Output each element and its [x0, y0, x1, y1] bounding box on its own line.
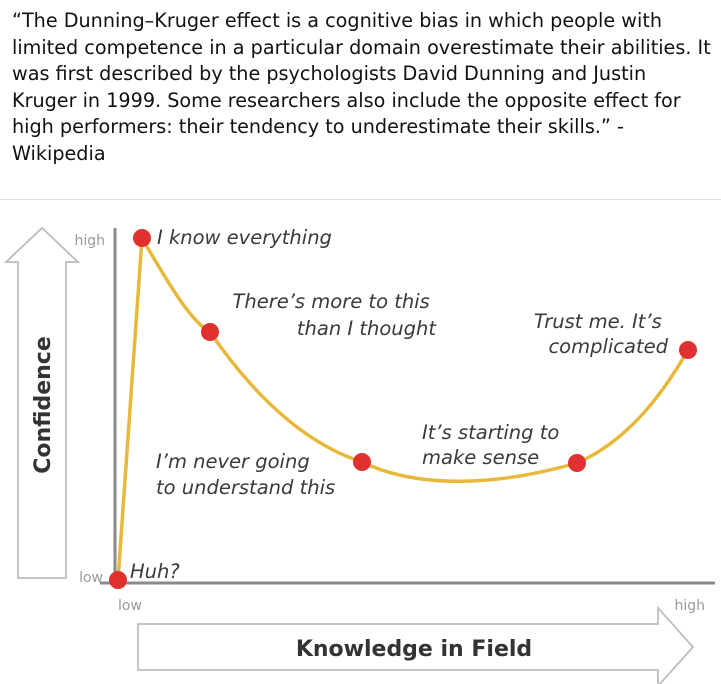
x-axis-high-label: high: [674, 598, 705, 614]
post-header: “The Dunning–Kruger effect is a cognitiv…: [0, 0, 721, 200]
stage-label-more-to-this: There’s more to this than I thought: [232, 290, 437, 340]
stage-point-complicated: [679, 341, 697, 359]
x-axis-title: Knowledge in Field: [296, 637, 532, 662]
x-axis-low-label: low: [118, 598, 142, 614]
y-axis-arrow: [3, 226, 81, 579]
stage-label-huh: Huh?: [130, 560, 180, 583]
stage-label-line: Trust me. It’s: [534, 310, 662, 333]
stage-label-complicated: Trust me. It’s complicated: [534, 310, 669, 358]
stage-point-more-to-this: [201, 323, 219, 341]
stage-label-never-going: I’m never going to understand this: [156, 450, 335, 499]
diagram-svg: Confidence high low low high Knowledge i…: [3, 226, 715, 684]
y-axis-title: Confidence: [31, 336, 56, 474]
y-axis-low-label: low: [79, 570, 103, 586]
stage-label-line: I’m never going: [156, 450, 310, 473]
stage-label-line: complicated: [548, 335, 668, 358]
quote-text: “The Dunning–Kruger effect is a cognitiv…: [12, 9, 711, 165]
x-axis-arrow: [137, 605, 695, 684]
stage-label-line: It’s starting to: [422, 421, 559, 444]
stage-label-know-everything: I know everything: [157, 226, 332, 249]
stage-label-line: to understand this: [156, 476, 335, 499]
stage-point-know-everything: [133, 229, 151, 247]
stage-point-starting-to-make-sense: [568, 454, 586, 472]
dunning-kruger-diagram: Confidence high low low high Knowledge i…: [0, 200, 721, 684]
stage-label-line: There’s more to this: [232, 290, 429, 313]
stage-label-line: Huh?: [130, 560, 180, 583]
y-axis-high-label: high: [74, 233, 105, 249]
stage-point-huh: [109, 571, 127, 589]
stage-label-line: make sense: [422, 446, 539, 469]
stage-point-never-going: [353, 453, 371, 471]
stage-label-line: than I thought: [297, 317, 437, 340]
stage-label-line: I know everything: [157, 226, 332, 249]
divider: [0, 199, 721, 200]
stage-label-starting-to-make-sense: It’s starting to make sense: [422, 421, 566, 469]
